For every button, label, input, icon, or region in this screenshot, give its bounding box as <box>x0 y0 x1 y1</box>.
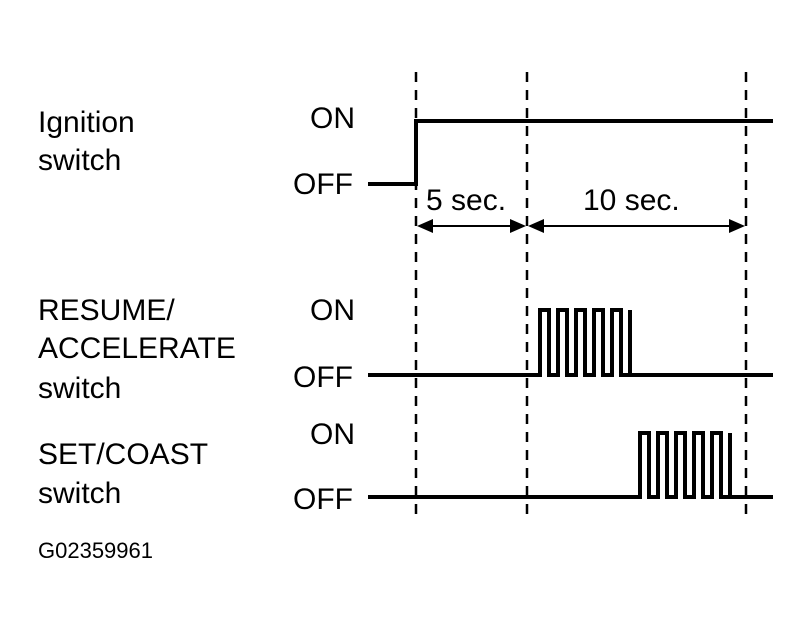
figure-code: G02359961 <box>38 538 153 563</box>
ignition-off-label: OFF <box>293 168 353 201</box>
setcoast-on-label: ON <box>310 418 355 451</box>
resume-label-line-1: RESUME/ <box>38 294 175 327</box>
interval-5-sec-arrow <box>417 219 526 233</box>
resume-accelerate-switch-label: RESUME/ ACCELERATE switch <box>38 294 236 405</box>
resume-on-label: ON <box>310 294 355 327</box>
ignition-switch-waveform <box>368 119 773 186</box>
resume-label-line-3: switch <box>38 372 121 405</box>
ignition-label-line-2: switch <box>38 144 121 177</box>
resume-accelerate-switch-waveform <box>368 308 773 377</box>
setcoast-label-line-1: SET/COAST <box>38 438 208 471</box>
setcoast-off-label: OFF <box>293 483 353 516</box>
resume-off-label: OFF <box>293 361 353 394</box>
ignition-label-line-1: Ignition <box>38 106 135 139</box>
ignition-on-label: ON <box>310 102 355 135</box>
resume-label-line-2: ACCELERATE <box>38 332 236 365</box>
interval-10-sec-arrow <box>528 219 745 233</box>
set-coast-switch-label: SET/COAST switch <box>38 438 208 510</box>
ignition-switch-label: Ignition switch <box>38 106 135 177</box>
setcoast-label-line-2: switch <box>38 477 121 510</box>
interval-5-sec-label: 5 sec. <box>426 184 506 217</box>
interval-10-sec-label: 10 sec. <box>583 184 680 217</box>
set-coast-switch-waveform <box>368 431 773 499</box>
